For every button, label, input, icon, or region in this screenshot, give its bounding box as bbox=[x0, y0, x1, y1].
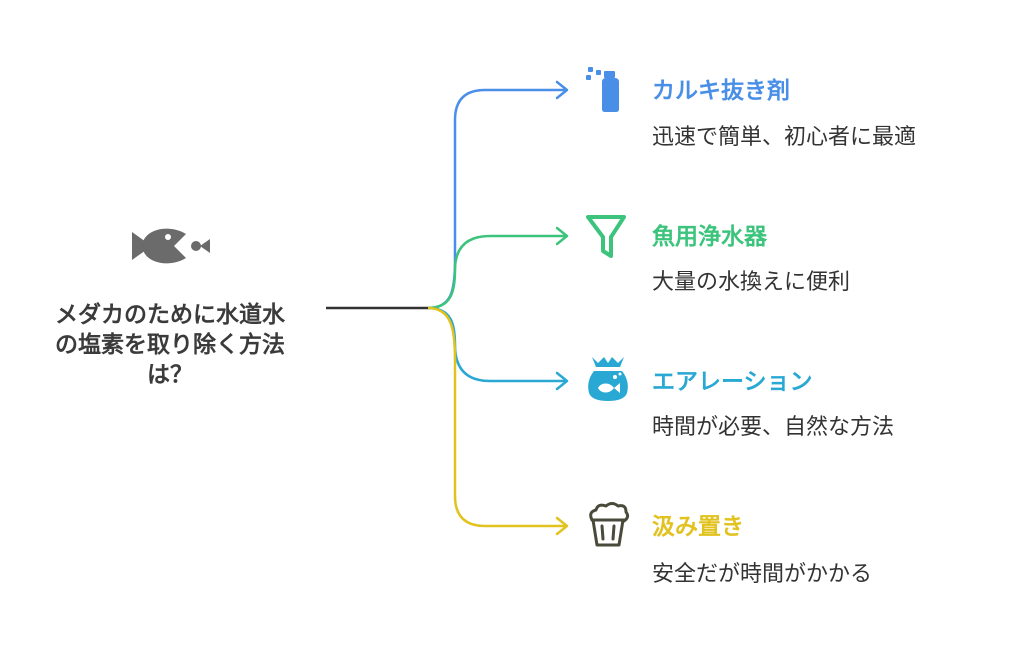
branch-description-3: 時間が必要、自然な方法 bbox=[652, 415, 895, 440]
arrow-head-3 bbox=[555, 371, 569, 391]
spray-bottle-icon bbox=[586, 67, 619, 112]
branch-title-2: 魚用浄水器 bbox=[652, 224, 767, 250]
fish-icon bbox=[132, 228, 210, 264]
root-title-line-3: は？ bbox=[147, 362, 193, 388]
branch-connector-2 bbox=[427, 234, 566, 310]
branch-connector-1 bbox=[427, 88, 566, 310]
branch-connector-4 bbox=[427, 306, 566, 528]
root-title: メダカのために水道水 の塩素を取り除く方法 は？ bbox=[20, 300, 320, 390]
root-title-line-2: の塩素を取り除く方法 bbox=[55, 332, 285, 358]
arrow-head-2 bbox=[555, 226, 569, 246]
branch-title-3: エアレーション bbox=[652, 369, 813, 395]
branch-title-4: 汲み置き bbox=[652, 514, 744, 540]
branch-title-1: カルキ抜き剤 bbox=[652, 78, 790, 104]
arrow-head-4 bbox=[555, 516, 569, 536]
branch-description-1: 迅速で簡単、初心者に最適 bbox=[652, 125, 917, 150]
bucket-icon bbox=[589, 502, 630, 547]
branch-description-4: 安全だが時間がかかる bbox=[652, 562, 873, 587]
filter-funnel-icon bbox=[586, 215, 626, 258]
root-title-line-1: メダカのために水道水 bbox=[55, 302, 285, 328]
branch-description-2: 大量の水換えに便利 bbox=[652, 270, 851, 295]
arrow-head-1 bbox=[555, 80, 569, 100]
fish-bowl-icon bbox=[588, 357, 628, 401]
